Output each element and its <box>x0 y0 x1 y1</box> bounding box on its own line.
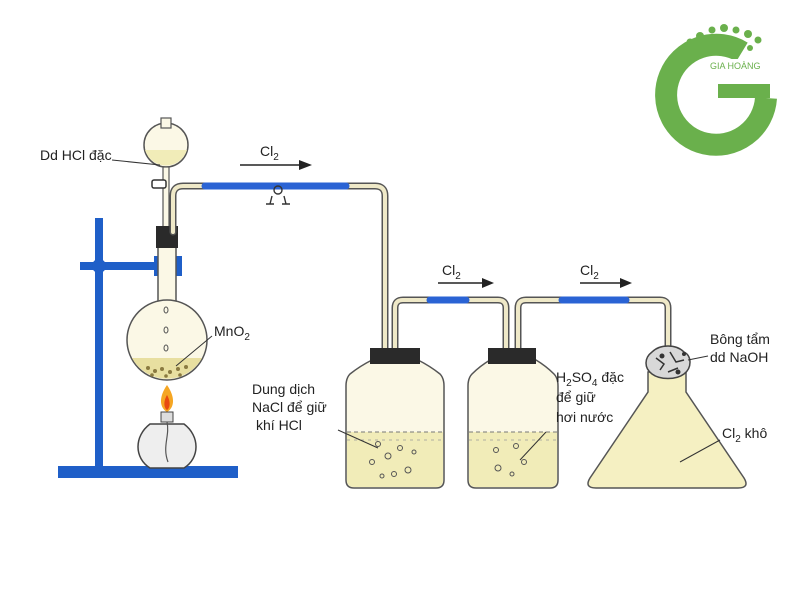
bottle-1-stopper <box>370 348 420 364</box>
flow-label-1: Cl2 <box>260 143 279 163</box>
label-nacl-line3: khí HCl <box>256 417 302 433</box>
alcohol-burner <box>137 385 197 469</box>
mno2-solid <box>146 365 188 378</box>
wash-bottle-h2so4 <box>467 348 559 489</box>
flow-label-2: Cl2 <box>442 262 461 282</box>
label-cotton-line2: dd NaOH <box>710 349 768 365</box>
label-h2so4-line3: hơi nước <box>556 409 613 425</box>
logo: GIA HOÀNG <box>655 24 777 156</box>
funnel-stem <box>162 166 170 228</box>
label-hcl-funnel: Dd HCl đặc <box>40 147 112 163</box>
burner-wick-holder <box>160 411 174 423</box>
label-mno2: MnO2 <box>214 323 250 343</box>
logo-g-arc <box>655 33 777 156</box>
bottle-2-liquid <box>469 432 557 487</box>
tube-2 <box>391 296 510 484</box>
label-dry-cl2: Cl2 khô <box>722 425 767 445</box>
tube-3 <box>514 296 672 484</box>
stand-clamp-screw <box>92 259 106 273</box>
reaction-flask <box>126 226 208 381</box>
separatory-funnel <box>143 117 189 228</box>
flask-2-body <box>587 371 747 489</box>
funnel-stopcock <box>151 179 167 189</box>
flask-liquid <box>132 358 202 379</box>
logo-g-bar <box>718 84 770 98</box>
burner-body <box>137 423 197 469</box>
logo-brand-text: GIA HOÀNG <box>710 61 761 71</box>
tube-clamp <box>266 185 290 205</box>
stand-clamp-arm <box>80 262 180 270</box>
collecting-flask <box>587 345 747 489</box>
label-nacl-line2: NaCl để giữ <box>252 399 327 415</box>
funnel-neck <box>160 117 172 129</box>
bottle-2-stopper <box>488 348 536 364</box>
acid-drops <box>163 306 169 352</box>
burner-wick <box>165 421 169 463</box>
flame-inner <box>164 395 170 410</box>
bottle-1-liquid <box>347 432 443 487</box>
stand-base <box>58 466 238 478</box>
logo-text-bg <box>707 59 769 71</box>
flow-label-3: Cl2 <box>580 262 599 282</box>
flow-arrow-2 <box>438 278 494 288</box>
bottle-1-bubbles <box>369 441 417 479</box>
funnel-liquid <box>145 150 187 166</box>
stand-rod <box>95 218 103 468</box>
bottle-2-bubbles <box>493 443 527 477</box>
flow-arrow-3 <box>580 278 632 288</box>
label-h2so4-line1: H2SO4 đặc <box>556 369 624 389</box>
label-cotton-line1: Bông tẩm <box>710 331 770 347</box>
wash-bottle-nacl <box>345 348 445 489</box>
label-nacl-line1: Dung dịch <box>252 381 315 397</box>
logo-dots <box>673 24 762 79</box>
flow-arrow-1 <box>240 160 312 170</box>
label-h2so4-line2: để giữ <box>556 389 596 405</box>
leader-lines <box>111 159 721 463</box>
cotton-plug <box>645 345 691 380</box>
